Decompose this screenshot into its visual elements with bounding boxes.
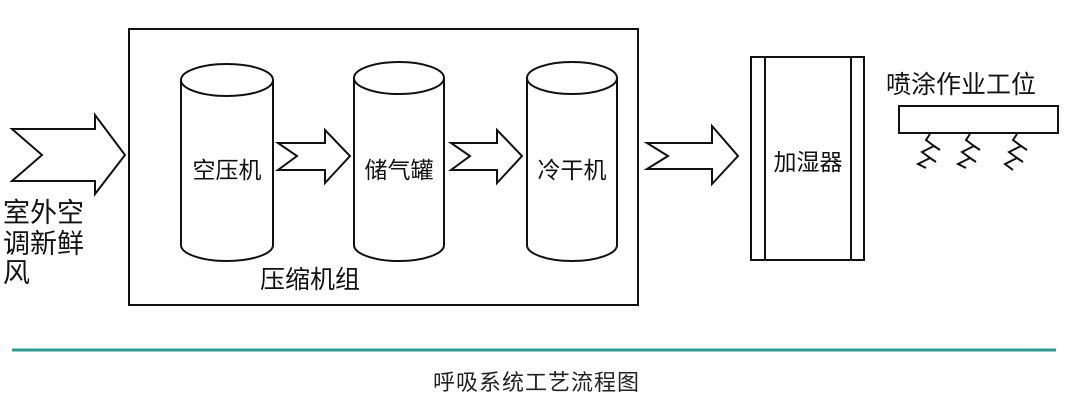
dryer-cylinder (526, 61, 618, 262)
air-tank-cylinder (353, 61, 445, 262)
inlet-label-line1: 室外空 (3, 198, 84, 229)
compressor-group-label: 压缩机组 (260, 265, 360, 294)
flow-arrow-1 (274, 127, 352, 186)
inlet-arrow (9, 112, 127, 197)
humidifier-box (750, 56, 865, 261)
spray-nozzle-3 (1003, 133, 1023, 171)
flow-arrow-3 (643, 123, 740, 187)
spray-nozzle-2 (955, 133, 976, 169)
workstation-bar (898, 105, 1059, 134)
air-compressor-label: 空压机 (193, 158, 262, 184)
inlet-label-line3: 风 (3, 258, 30, 289)
air-compressor-cylinder (180, 63, 274, 262)
compressor-group-box (128, 28, 639, 306)
workstation-label: 喷涂作业工位 (886, 70, 1036, 99)
spray-nozzles (915, 133, 1028, 171)
air-tank-label: 储气罐 (365, 158, 434, 184)
flow-arrow-2 (447, 127, 524, 186)
humidifier-label: 加湿器 (774, 150, 843, 176)
dryer-label: 冷干机 (538, 158, 607, 184)
inlet-label-line2: 调新鲜 (3, 229, 84, 260)
spray-nozzle-1 (915, 133, 936, 169)
diagram-caption: 呼吸系统工艺流程图 (432, 371, 640, 396)
